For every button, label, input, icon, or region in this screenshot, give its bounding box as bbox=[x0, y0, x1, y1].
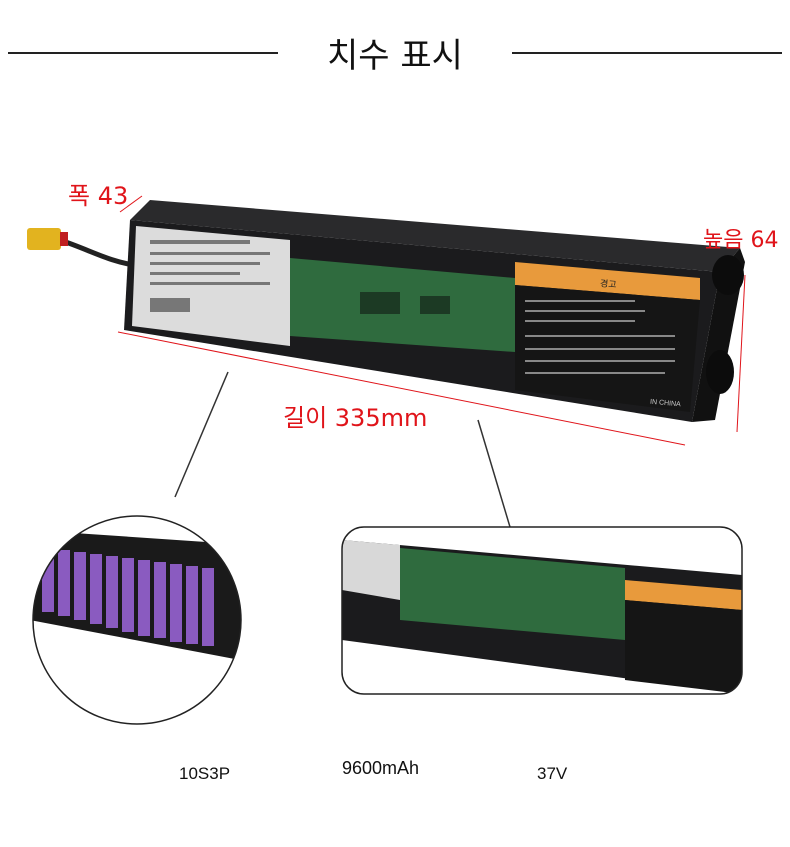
spec-capacity: 9600mAh bbox=[342, 758, 420, 778]
width-measure-line bbox=[119, 195, 143, 213]
page-title: 치수 표시 bbox=[0, 28, 790, 77]
pcb-closeup-inset bbox=[342, 527, 742, 694]
battery-cells bbox=[42, 548, 214, 646]
product-label bbox=[132, 226, 290, 346]
callout-line-right bbox=[477, 419, 511, 528]
cell-closeup-inset bbox=[33, 516, 241, 724]
title-rule-right bbox=[512, 52, 782, 54]
length-measure-line bbox=[117, 331, 686, 446]
spec-voltage: 37V bbox=[537, 764, 568, 783]
height-measure-line bbox=[736, 274, 746, 433]
xt-connector bbox=[27, 228, 61, 250]
pcb bbox=[290, 258, 515, 352]
height-label: 높음 64 bbox=[703, 228, 779, 253]
width-label: 폭 43 bbox=[68, 182, 129, 210]
spec-configuration: 10S3P bbox=[179, 764, 231, 783]
warning-banner bbox=[515, 262, 700, 300]
battery-top bbox=[130, 200, 740, 272]
title-rule-left bbox=[8, 52, 278, 54]
cable bbox=[59, 237, 136, 268]
warning-label-text: 경고 bbox=[599, 278, 617, 290]
length-label: 길이 335mm bbox=[283, 404, 428, 432]
callout-line-left bbox=[174, 371, 229, 498]
